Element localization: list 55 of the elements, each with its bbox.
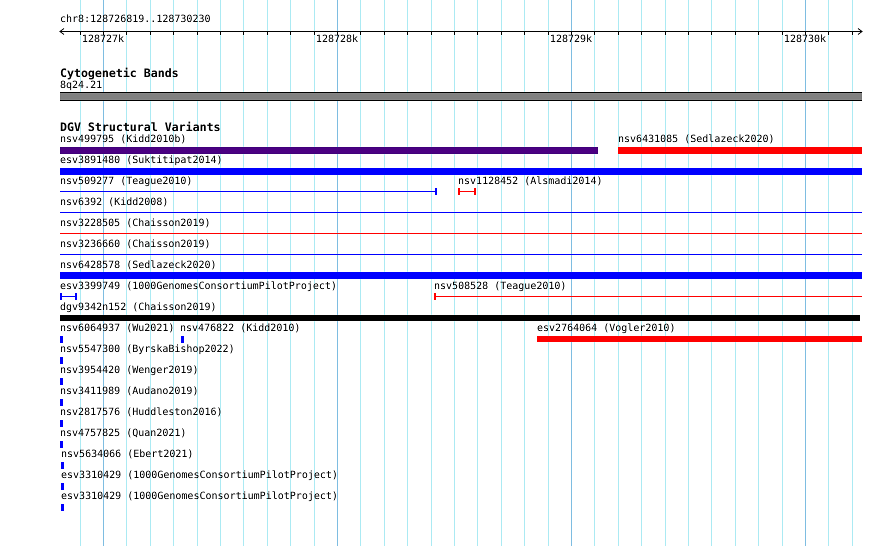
variant-tick [60,357,63,364]
variant-label: nsv6431085 (Sedlazeck2020) [618,134,775,146]
variant-bar [60,315,860,321]
variant-line [60,251,862,258]
variant-tick [61,504,64,511]
variant-label: nsv5547300 (ByrskaBishop2022) [60,344,235,356]
variant-bar [60,272,862,279]
variant-label: dgv9342n152 (Chaisson2019) [60,302,217,314]
variant-tick [181,336,184,343]
variant-tick [61,462,64,469]
variant-line [60,209,862,216]
variant-label: esv3399749 (1000GenomesConsortiumPilotProject) [60,281,337,293]
variant-line [434,293,862,300]
variant-line [60,230,862,237]
variant-bar [537,336,862,342]
variant-label: nsv3954420 (Wenger2019) [60,365,198,377]
variant-tick [60,336,63,343]
variant-label: nsv499795 (Kidd2010b) [60,134,186,146]
tick-label: 128729k [550,34,592,46]
variant-label: nsv509277 (Teague2010) [60,176,192,188]
cytoband-bar [60,92,862,101]
variant-label: nsv3411989 (Audano2019) [60,386,198,398]
variant-label: nsv2817576 (Huddleston2016) [60,407,223,419]
variant-line [458,188,476,195]
band-label: 8q24.21 [60,80,102,92]
track-title: DGV Structural Variants [60,121,221,133]
variant-bar [618,147,862,154]
variant-tick [60,441,63,448]
variant-label: esv3891480 (Suktitipat2014) [60,155,223,167]
variant-tick [60,399,63,406]
variant-label: nsv1128452 (Alsmadi2014) [458,176,602,188]
variant-label: nsv4757825 (Quan2021) [60,428,186,440]
region-title: chr8:128726819..128730230 [60,14,211,26]
tick-label: 128730k [784,34,826,46]
variant-tick [60,420,63,427]
variant-label: nsv5634066 (Ebert2021) [61,449,194,461]
variant-label: nsv6064937 (Wu2021) [60,323,174,335]
variant-bar [60,168,862,175]
variant-tick [61,483,64,490]
variant-line [60,293,77,300]
track-title: Cytogenetic Bands [60,67,179,79]
variant-tick [60,378,63,385]
variant-label: nsv6428578 (Sedlazeck2020) [60,260,217,272]
variant-line [60,188,437,195]
variant-label: nsv476822 (Kidd2010) [180,323,300,335]
variant-label: esv3310429 (1000GenomesConsortiumPilotProject) [61,491,338,503]
tick-label: 128727k [82,34,124,46]
variant-label: nsv6392 (Kidd2008) [60,197,168,209]
variant-label: esv2764064 (Vogler2010) [537,323,676,335]
variant-label: nsv508528 (Teague2010) [434,281,566,293]
tick-label: 128728k [316,34,358,46]
variant-bar [60,147,598,154]
variant-label: nsv3236660 (Chaisson2019) [60,239,211,251]
variant-label: nsv3228505 (Chaisson2019) [60,218,211,230]
variant-label: esv3310429 (1000GenomesConsortiumPilotProject) [61,470,338,482]
